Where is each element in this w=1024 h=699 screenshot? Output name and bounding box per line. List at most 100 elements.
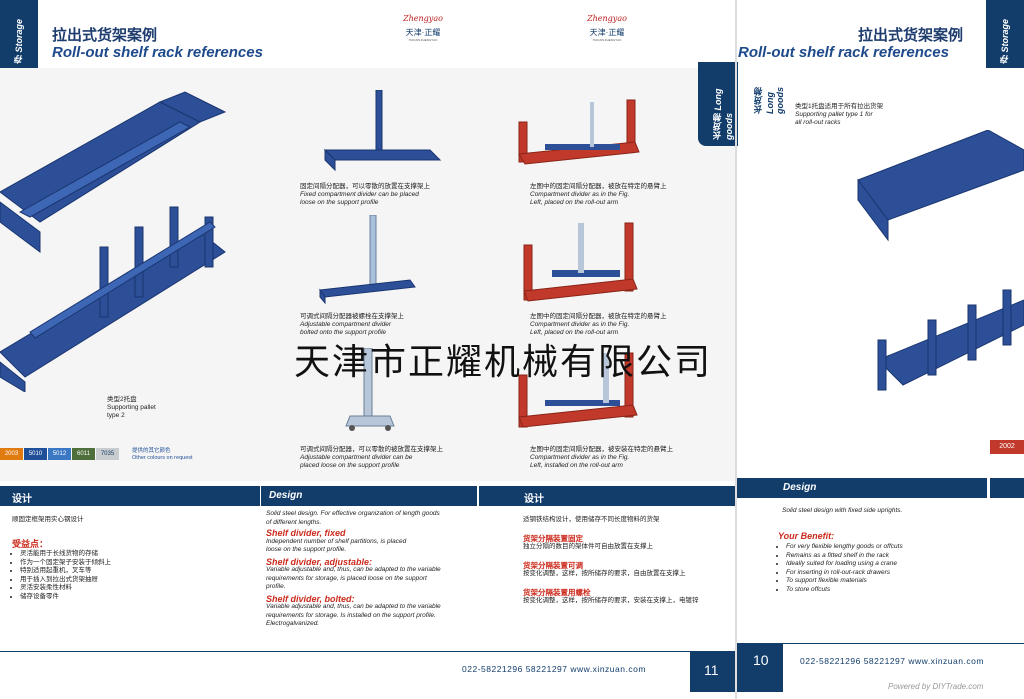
col2-p2a: Variable adjustable and, thus, can be ad… [266, 566, 441, 573]
design-bar-cn-2-label: 设计 [524, 494, 544, 505]
left-page-title-cn: 拉出式货架案例 [52, 27, 158, 44]
col2-intro1: Solid steel design. For effective organi… [266, 510, 440, 517]
list-item: 储存设备零件 [20, 593, 111, 602]
swatch-2003: 2003 [0, 448, 23, 460]
design-bar-en-label: Design [269, 490, 303, 501]
color-swatches: 2003 5010 5012 6011 7035 [0, 448, 120, 460]
caption-en2: bolted onto the support profile [300, 329, 387, 336]
col3-h2: 货架分隔装置可调 [523, 560, 583, 570]
design-bar-right-label: Design [783, 482, 817, 493]
red-rack-illustration-3 [518, 352, 638, 428]
right-bullets: For very flexible lengthy goods or offcu… [770, 543, 903, 594]
caption-cn: 左图中的固定间隔分配器，被放在特定的悬臂上 [530, 313, 667, 320]
long-goods-tab-right-label: 长货物 Long goods [754, 87, 785, 114]
footer-rule-right [737, 643, 1024, 644]
company-logo-right: Zhengyao 天津·正耀 TIANJIN ZHENGYAO [582, 14, 632, 42]
caption-red-2: 左图中的固定间隔分配器，被放在特定的悬臂上 Compartment divide… [530, 313, 700, 337]
blue-rack-illustration-left [0, 91, 227, 392]
col2-p2c: profile. [266, 583, 286, 590]
company-watermark: 天津市正耀机械有限公司 [294, 342, 713, 383]
list-item: Remains as a fitted shelf in the rack [786, 552, 903, 561]
design-bar-right: Design [737, 478, 987, 498]
red-rack-illustration-1 [518, 99, 640, 165]
footer-rule-left [0, 651, 735, 652]
pallet-type2-caption: 类型2托盘 Supporting pallet type 2 [107, 396, 156, 420]
col2-text: Solid steel design. For effective organi… [266, 510, 476, 629]
design-bar-cn-2: 设计 [479, 486, 735, 506]
col3-h1: 货架分隔装置固定 [523, 533, 583, 543]
col2-p3c: Electrogalvanized. [266, 620, 320, 627]
col1-bullets: 灵活能用于长线货物的存储 作为一个固定架子安装于倾斜上 特别适用起重机，叉车等 … [0, 550, 111, 601]
col2-p3b: requirements for storage. Is installed o… [266, 611, 436, 619]
caption-en2: Left, placed on the roll-out arm [530, 199, 619, 206]
logo-text: 天津·正耀 [405, 28, 441, 37]
pallet-type2-en2: type 2 [107, 412, 125, 419]
right-side-tab-label: 存 Storage [1000, 18, 1010, 64]
caption-en1: Compartment divider as in the Fig. [530, 454, 630, 461]
col2-h1: Shelf divider, fixed [266, 528, 346, 538]
list-item: Ideally suited for loading using a crane [786, 560, 903, 569]
page-number-11-label: 11 [704, 662, 719, 678]
caption-cn: 左图中的固定间隔分配器，被安装在特定的悬臂上 [530, 446, 673, 453]
blue-rack-illustration-right [857, 130, 1024, 391]
list-item: 灵活能用于长线货物的存储 [20, 550, 111, 559]
right-page-title-cn: 拉出式货架案例 [858, 27, 964, 44]
col1-intro: 顺固定框架用实心钢设计 [12, 516, 84, 523]
caption-adjustable-divider: 可调式间隔分配器被螺栓在支撑架上 Adjustable compartment … [300, 313, 470, 337]
colors-note-cn: 提供的其它颜色 [132, 448, 171, 454]
swatch-7035: 7035 [96, 448, 119, 460]
caption-cn: 固定间隔分配器，可以零散的放置在支撑架上 [300, 183, 430, 190]
col3-text: 适钢铁结构设计，使用储存不同长度物料的货架 货架分隔装置固定 独立分隔的数目的架… [523, 516, 733, 606]
caption-cn: 左图中的固定间隔分配器，被放在特定的悬臂上 [530, 183, 667, 190]
right-intro: Solid steel design with fixed side uprig… [782, 507, 903, 514]
col3-h3: 货架分隔装置用螺栓 [523, 587, 591, 597]
col2-h2: Shelf divider, adjustable: [266, 556, 373, 567]
caption-cn: 可调式间隔分配器被螺栓在支撑架上 [300, 313, 404, 320]
footer-contact-left: 022-58221296 58221297 www.xinzuan.com [462, 664, 646, 674]
caption-en2: loose on the support profile [300, 199, 379, 206]
right-benefit-title: Your Benefit: [778, 531, 835, 541]
red-rack-illustration-2 [523, 222, 638, 302]
caption-red-1: 左图中的固定间隔分配器，被放在特定的悬臂上 Compartment divide… [530, 183, 700, 207]
caption-bolted-divider: 可调式间隔分配器，可以零散的被放置在支撑架上 Adjustable compar… [300, 446, 480, 470]
left-side-tab: 存 Storage [0, 0, 38, 68]
caption-red-3: 左图中的固定间隔分配器，被安装在特定的悬臂上 Compartment divid… [530, 446, 710, 470]
pallet-type2-en1: Supporting pallet [107, 404, 156, 411]
caption-en1: Compartment divider as in the Fig. [530, 321, 630, 328]
list-item: 用于插入到拉出式货架抽屉 [20, 576, 111, 585]
list-item: For very flexible lengthy goods or offcu… [786, 543, 903, 552]
logo-sub: TIANJIN ZHENGYAO [592, 38, 622, 42]
right-side-tab: 存 Storage [986, 0, 1024, 68]
list-item: 作为一个固定架子安装于倾斜上 [20, 559, 111, 568]
list-item: 特别适用起重机，叉车等 [20, 567, 111, 576]
page-gutter [735, 0, 737, 699]
caption-en1: Compartment divider as in the Fig. [530, 191, 630, 198]
col1-benefit-title: 受益点： [12, 539, 49, 549]
colors-note-en: Other colours on request [132, 455, 193, 461]
right-page-title-en: Roll-out shelf rack references [738, 44, 949, 61]
col2-intro2: of different lengths. [266, 518, 322, 526]
swatch-6011: 6011 [72, 448, 95, 460]
pallet-type1-cn: 类型1托盘适用于所有拉出货架 [795, 103, 884, 110]
caption-fixed-divider: 固定间隔分配器，可以零散的放置在支撑架上 Fixed compartment d… [300, 183, 470, 207]
col3-p1: 独立分隔的数目的架体件可自由放置在支撑上 [523, 543, 653, 550]
pallet-type1-caption: 类型1托盘适用于所有拉出货架 Supporting pallet type 1 … [795, 103, 883, 127]
blue-adjustable-divider-illustration [319, 215, 416, 305]
list-item: To store offcuts [786, 586, 903, 595]
left-page-title-en: Roll-out shelf rack references [52, 44, 263, 61]
list-item: 灵活安装柔性材料 [20, 584, 111, 593]
pallet-type1-en2: all roll-out racks [795, 119, 841, 126]
design-bar-cn: 设计 [0, 486, 260, 506]
long-goods-tab: 长货物 Long goods [698, 62, 738, 146]
caption-en1: Adjustable compartment divider [300, 321, 392, 328]
footer-contact-right: 022-58221296 58221297 www.xinzuan.com [800, 656, 984, 666]
caption-cn: 可调式间隔分配器，可以零散的被放置在支撑架上 [300, 446, 443, 453]
design-bar-cn-label: 设计 [12, 494, 32, 505]
page-number-10-label: 10 [753, 652, 769, 668]
page-number-10: 10 [737, 644, 783, 692]
col2-p2b: requirements for storage, is placed loos… [266, 574, 427, 582]
col2-h3: Shelf divider, bolted: [266, 593, 355, 604]
caption-en2: Left, installed on the roll-out arm [530, 462, 623, 469]
pallet-type1-en1: Supporting pallet type 1 for [795, 111, 873, 118]
col3-p3: 按变化调整，这样，按所储存的要求，安装在支撑上，电镀锌 [523, 597, 699, 604]
